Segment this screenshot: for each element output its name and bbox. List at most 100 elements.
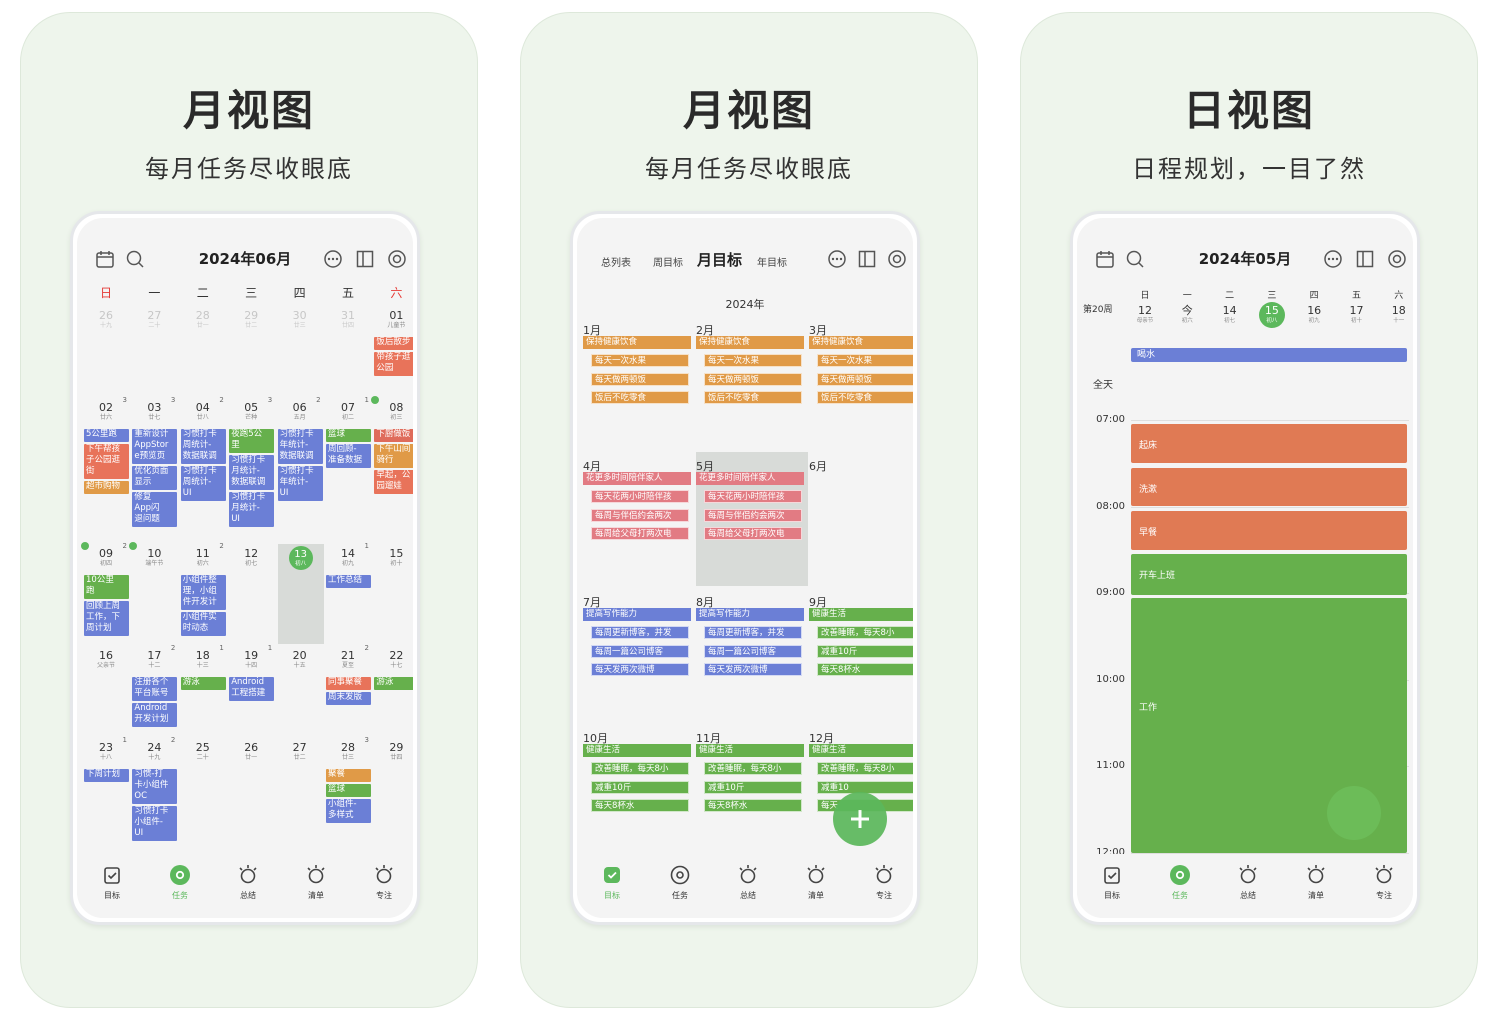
calendar-icon[interactable] [1095, 249, 1115, 269]
calendar-event[interactable]: 下周计划 [84, 769, 129, 782]
sub-goal[interactable]: 改善睡眠，每天8小 [817, 762, 913, 775]
tab-focus[interactable]: 专注 [859, 864, 909, 901]
calendar-event[interactable]: 下厨做饭 [374, 429, 413, 442]
tab-summary[interactable]: 总结 [723, 864, 773, 901]
calendar-event[interactable]: 游泳 [374, 677, 413, 690]
sub-goal[interactable]: 每周与伴侣约会两次 [704, 508, 802, 522]
sub-goal[interactable]: 每天8杯水 [817, 663, 913, 676]
month-goal[interactable]: 花更多时间陪伴家人 [583, 472, 691, 485]
schedule-block[interactable]: 洗漱 [1131, 467, 1407, 507]
month-label[interactable]: 12月 [809, 732, 834, 745]
search-icon[interactable] [1125, 249, 1145, 269]
more-icon[interactable] [323, 249, 343, 269]
calendar-event[interactable]: 饭后散步 [374, 337, 413, 350]
sub-goal[interactable]: 饭后不吃零食 [817, 391, 913, 404]
tab-focus[interactable]: 专注 [1359, 864, 1409, 901]
month-label[interactable]: 8月 [696, 596, 714, 609]
tab-month-goal[interactable]: 月目标 [697, 251, 743, 269]
calendar-event[interactable]: 周回顾-准备数据 [326, 444, 371, 468]
calendar-event[interactable]: 小组件实时动态 [180, 612, 226, 636]
month-goal[interactable]: 健康生活 [809, 744, 913, 757]
sub-goal[interactable]: 每周给父母打两次电 [704, 527, 802, 540]
calendar-event[interactable]: 超市购物 [84, 481, 129, 494]
calendar-event[interactable]: 习惯打卡月统计-UI [229, 492, 275, 527]
tab-list[interactable]: 清单 [1291, 864, 1341, 901]
month-goal[interactable]: 提高写作能力 [583, 608, 691, 621]
sub-goal[interactable]: 每天发两次微博 [704, 663, 802, 676]
more-icon[interactable] [1323, 249, 1343, 269]
schedule-block[interactable]: 开车上班 [1131, 554, 1407, 595]
calendar-event[interactable]: 习惯打卡周统计-数据联调 [180, 429, 226, 464]
calendar-event[interactable]: 10公里跑 [84, 575, 129, 599]
day-cell[interactable]: 01儿童节2 [373, 304, 413, 330]
settings-icon[interactable] [887, 249, 907, 269]
calendar-event[interactable]: 带孩子逛公园 [374, 352, 413, 376]
tab-list[interactable]: 清单 [791, 864, 841, 901]
more-icon[interactable] [827, 249, 847, 269]
tab-week-goal[interactable]: 周目标 [653, 258, 683, 269]
tab-year-goal[interactable]: 年目标 [757, 258, 787, 269]
month-goal[interactable]: 保持健康饮食 [696, 336, 804, 349]
month-label[interactable]: 1月 [583, 324, 601, 337]
sub-goal[interactable]: 每天8杯水 [591, 799, 689, 812]
calendar-event[interactable]: 习惯打卡小组件-UI [132, 806, 178, 841]
sub-goal[interactable]: 改善睡眠，每天8小 [704, 762, 802, 775]
tab-summary[interactable]: 总结 [1223, 864, 1273, 901]
calendar-event[interactable]: 下午帮孩子公园逛街 [84, 444, 129, 479]
day-cell[interactable]: 今初六 [1173, 304, 1201, 325]
layout-icon[interactable] [355, 249, 375, 269]
sub-goal[interactable]: 每天做两顿饭 [704, 372, 802, 386]
calendar-event[interactable]: 早起，公园遛娃 [374, 470, 413, 494]
sub-goal[interactable]: 饭后不吃零食 [704, 391, 802, 404]
tab-goal[interactable]: 目标 [87, 864, 137, 901]
tab-all-list[interactable]: 总列表 [601, 258, 631, 269]
tab-summary[interactable]: 总结 [223, 864, 273, 901]
calendar-event[interactable]: 回顾上周工作，下周计划 [84, 601, 129, 636]
sub-goal[interactable]: 每天花两小时陪伴孩 [591, 490, 689, 503]
month-goal[interactable]: 花更多时间陪伴家人 [696, 472, 804, 485]
day-cell[interactable]: 08初三3 [373, 396, 413, 422]
add-button[interactable] [1327, 786, 1381, 840]
sub-goal[interactable]: 每周更新博客，并发 [591, 626, 689, 639]
tab-task[interactable]: 任务 [155, 864, 205, 901]
month-goal[interactable]: 保持健康饮食 [809, 336, 913, 349]
sub-goal[interactable]: 每天发两次微博 [591, 663, 689, 676]
sub-goal[interactable]: 每天一次水果 [704, 354, 802, 367]
calendar-event[interactable]: 下午山间骑行 [374, 444, 413, 468]
tab-task[interactable]: 任务 [655, 864, 705, 901]
month-title[interactable]: 2024年06月 [198, 250, 292, 268]
month-goal[interactable]: 健康生活 [809, 608, 913, 621]
month-title[interactable]: 2024年05月 [1198, 250, 1292, 268]
sub-goal[interactable]: 每天一次水果 [817, 354, 913, 367]
calendar-event[interactable]: 5公里跑 [84, 429, 129, 442]
